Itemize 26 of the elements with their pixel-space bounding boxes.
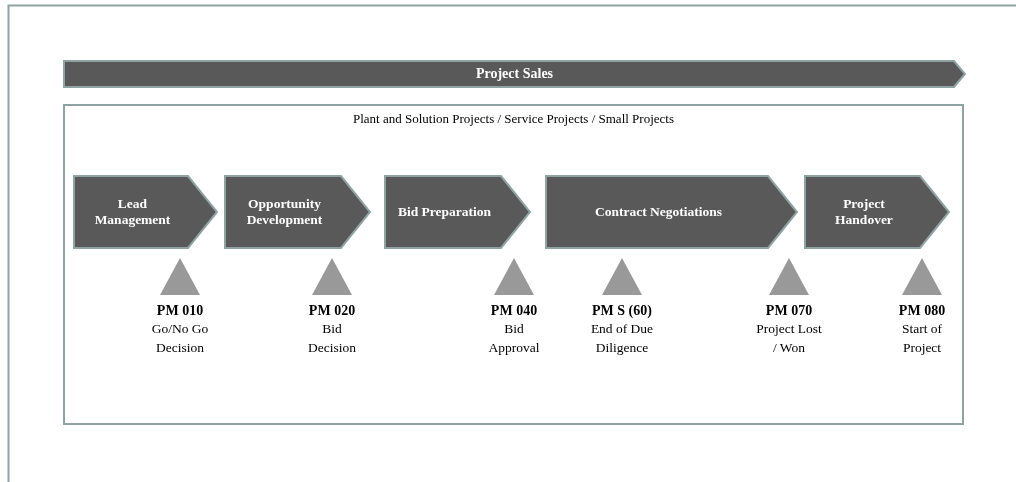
milestone-description: Bid Approval [487, 320, 541, 357]
chevron-shape [73, 175, 218, 249]
band-title: Project Sales [475, 66, 554, 82]
chevron-shape [384, 175, 531, 249]
milestone-code: PM 010 [156, 303, 204, 319]
chevron-shape [224, 175, 371, 249]
milestone-code: PM S (60) [592, 303, 652, 319]
group-heading: Plant and Solution Projects / Service Projects / Small Projects [353, 111, 674, 127]
chevron-shape [545, 175, 798, 249]
milestone-description: Project Lost / Won [755, 320, 823, 357]
milestone-description: Go/No Go Decision [150, 320, 210, 357]
arrow-band [63, 60, 966, 88]
milestone-description: Start of Project [900, 320, 944, 357]
milestone-description: Bid Decision [307, 320, 357, 357]
milestone-description: End of Due Diligence [589, 320, 655, 357]
phase-label: Project Handover [834, 196, 894, 228]
milestone-code: PM 020 [308, 303, 356, 319]
phase-label: Lead Management [93, 196, 172, 228]
phase-label: Opportunity Development [245, 196, 324, 228]
group-frame [63, 104, 964, 425]
phase-label: Bid Preparation [396, 204, 493, 220]
phase-label: Contract Negotiations [593, 204, 724, 220]
chevron-shape [804, 175, 950, 249]
milestone-code: PM 070 [765, 303, 813, 319]
milestone-code: PM 080 [898, 303, 946, 319]
milestone-code: PM 040 [490, 303, 538, 319]
